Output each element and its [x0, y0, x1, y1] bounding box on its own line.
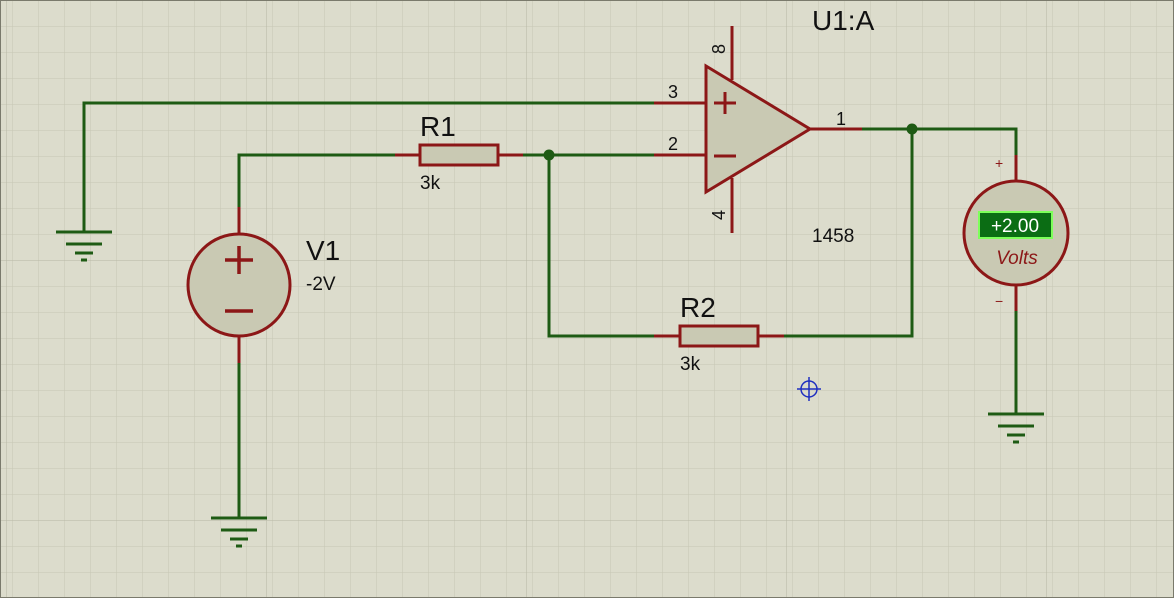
- opamp-pin3-label: 3: [668, 82, 678, 102]
- opamp-pin1-label: 1: [836, 109, 846, 129]
- opamp-triangle: [704, 63, 813, 195]
- r1-ref-label: R1: [420, 111, 456, 142]
- wires: [82, 101, 1018, 520]
- wire-ground-to-noninverting: [82, 101, 656, 234]
- voltmeter-units: Volts: [996, 248, 1038, 269]
- probe-crosshair-icon[interactable]: [797, 377, 821, 401]
- opamp-part-label: 1458: [812, 226, 854, 247]
- opamp-pin4-label: 4: [709, 210, 729, 220]
- junction-output-node: [906, 123, 918, 135]
- wire-r2-to-output: [782, 127, 914, 338]
- r2-ref-label: R2: [680, 292, 716, 323]
- opamp-pin8-label: 8: [709, 44, 729, 54]
- v1-ref-label: V1: [306, 235, 340, 266]
- r1-value-label: 3k: [420, 173, 441, 194]
- junction-inverting-node: [543, 149, 555, 161]
- voltage-source-v1[interactable]: V1 -2V: [186, 207, 340, 363]
- wire-node-to-r2: [547, 153, 656, 338]
- resistor-r2[interactable]: R2 3k: [654, 292, 784, 375]
- resistor-r1[interactable]: R1 3k: [395, 111, 523, 194]
- opamp-ref-label: U1:A: [812, 5, 875, 36]
- voltmeter-reading: +2.00: [991, 216, 1039, 237]
- voltmeter-plus-terminal: +: [995, 155, 1003, 171]
- wire-v1-to-r1: [237, 153, 397, 209]
- opamp-u1a[interactable]: 3 2 1 8 4 U1:A 1458: [654, 5, 875, 247]
- voltmeter-minus-terminal: −: [995, 293, 1003, 309]
- r2-value-label: 3k: [680, 354, 701, 375]
- ground-icon[interactable]: [56, 230, 112, 262]
- opamp-pin2-label: 2: [668, 134, 678, 154]
- ground-icon[interactable]: [988, 412, 1044, 444]
- voltmeter-display: [978, 211, 1053, 239]
- voltmeter[interactable]: +2.00 Volts + −: [962, 155, 1070, 311]
- ground-icon[interactable]: [211, 516, 267, 548]
- v1-value-label: -2V: [306, 274, 336, 295]
